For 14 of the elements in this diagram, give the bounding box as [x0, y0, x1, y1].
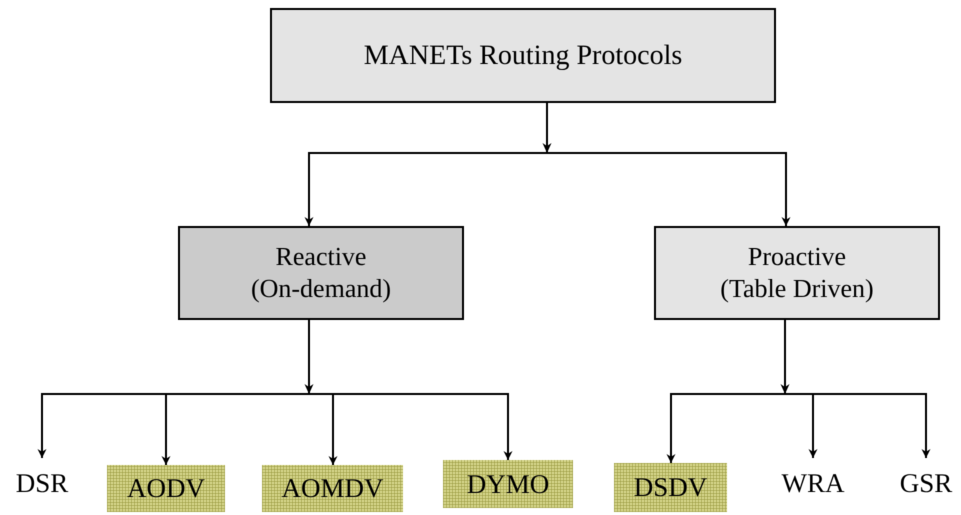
box-text: (Table Driven)	[720, 273, 874, 305]
protocol-label: GSR	[893, 458, 959, 508]
box-text: Proactive	[748, 240, 846, 272]
category-box	[654, 226, 940, 320]
protocol-box: DSDV	[614, 463, 727, 512]
box-text: Reactive	[276, 240, 366, 272]
protocol-label: DSR	[6, 458, 78, 508]
protocol-box: DYMO	[443, 460, 573, 508]
protocol-label: WRA	[772, 458, 854, 508]
box-text: (On-demand)	[250, 273, 392, 305]
protocol-box: AOMDV	[262, 465, 403, 512]
protocol-box: AODV	[107, 465, 225, 512]
category-box	[178, 226, 464, 320]
category-box: MANETs Routing Protocols	[270, 8, 776, 103]
